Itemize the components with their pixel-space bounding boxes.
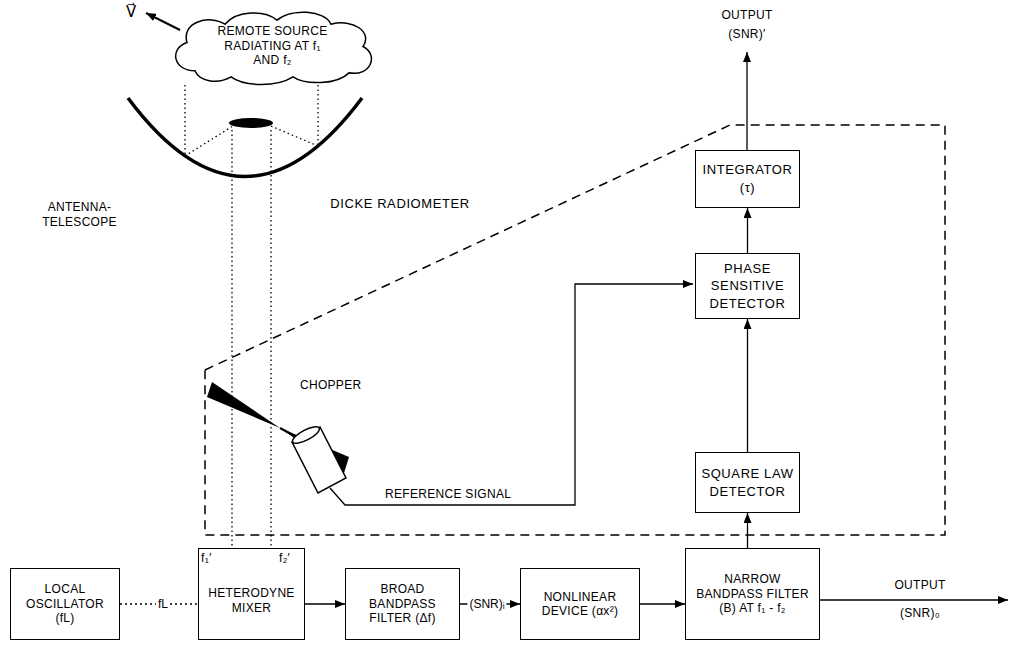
process-box: BROAD BANDPASS FILTER (Δf) — [345, 568, 460, 640]
block-label: PHASE SENSITIVE DETECTOR — [696, 260, 799, 313]
part-name: ANTENNA-TELESCOPE — [22, 200, 137, 230]
block-label: INTEGRATOR (τ) — [696, 161, 799, 196]
process-box: LOCAL OSCILLATOR (fL) — [10, 568, 120, 640]
output-label: OUTPUT — [880, 578, 960, 593]
dashed-boundary — [200, 120, 950, 540]
output-arrow — [820, 599, 1008, 600]
process-box: SQUARE LAW DETECTOR — [695, 452, 800, 513]
region-title: DICKE RADIOMETER — [330, 195, 470, 213]
signal-arrow — [305, 603, 345, 604]
signal-arrow — [747, 319, 748, 452]
signal-name: REFERENCE SIGNAL — [385, 487, 511, 502]
secondary-mirror — [229, 118, 273, 128]
signal-name: (SNR)′ — [707, 27, 787, 42]
signal-label: (SNR)ᵢ — [467, 597, 506, 611]
chopper-symbol — [207, 382, 349, 493]
signal-arrow — [747, 513, 748, 548]
output-label: OUTPUT — [707, 8, 787, 23]
block-label: NARROW BANDPASS FILTER (B) AT f₁ - f₂ — [690, 572, 815, 615]
block-label: HETERODYNE MIXER — [203, 586, 300, 615]
block-label: LOCAL OSCILLATOR (fL) — [15, 582, 115, 625]
reference-signal-line — [330, 284, 693, 505]
frequency-label: f₁′ — [201, 551, 212, 566]
signal-name: (SNR)₀ — [880, 606, 960, 621]
frequency-label: f₂′ — [279, 551, 290, 566]
process-box: INTEGRATOR (τ) — [695, 150, 800, 208]
block-label: NONLINEAR DEVICE (αx²) — [525, 590, 635, 619]
radiometer-region: DICKE RADIOMETER INTEGRATOR (τ) PHASE SENS… — [200, 120, 950, 540]
antenna-dish — [128, 98, 362, 177]
process-box: NONLINEAR DEVICE (αx²) — [520, 568, 640, 640]
signal-label: fL — [156, 597, 170, 611]
block-label: REMOTE SOURCE RADIATING AT f₁ AND f₂ — [210, 24, 335, 67]
signal-arrow — [640, 603, 685, 604]
process-box: NARROW BANDPASS FILTER (B) AT f₁ - f₂ — [685, 548, 820, 640]
source-cloud: REMOTE SOURCE RADIATING AT f₁ AND f₂ — [165, 8, 380, 84]
signal-arrow — [747, 208, 748, 253]
output-arrow — [746, 52, 747, 150]
velocity-arrow — [146, 13, 180, 30]
process-box: PHASE SENSITIVE DETECTOR — [695, 253, 800, 319]
part-name: CHOPPER — [300, 378, 361, 393]
block-label: BROAD BANDPASS FILTER (Δf) — [350, 582, 455, 625]
vector-label: V⃗ — [126, 3, 137, 22]
block-label: SQUARE LAW DETECTOR — [696, 465, 799, 500]
